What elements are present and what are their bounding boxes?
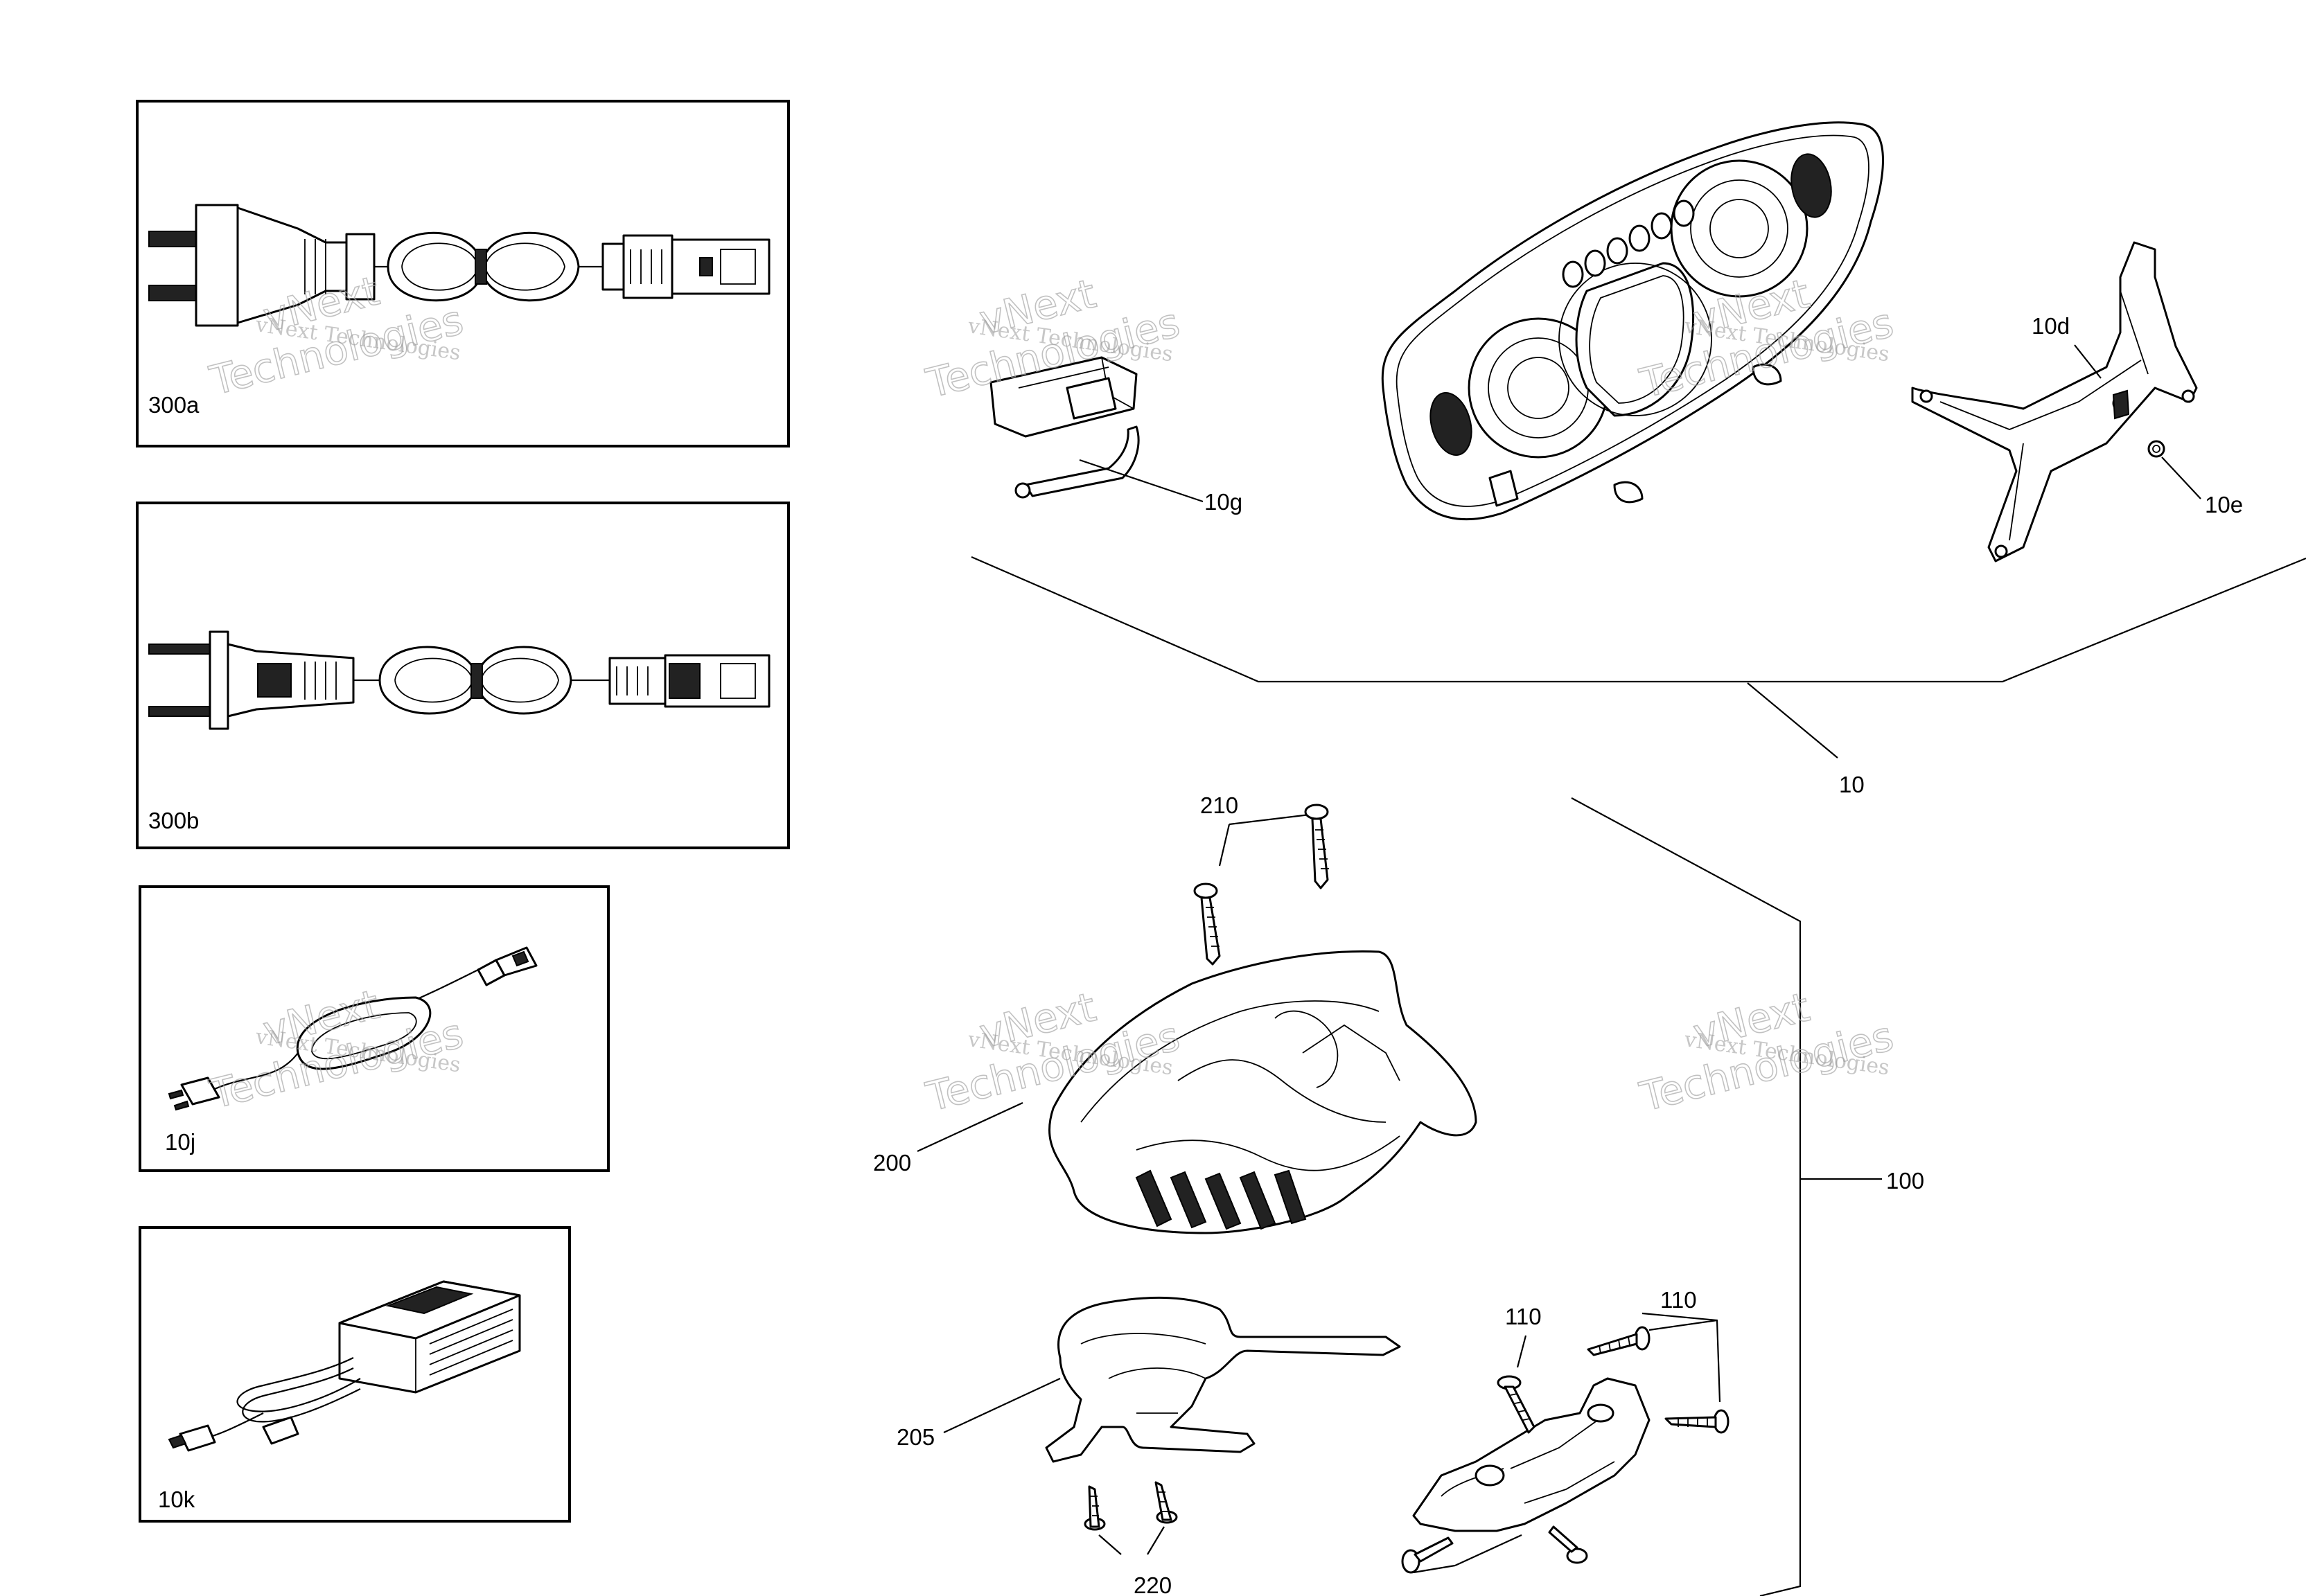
screw-110-a [1497, 1375, 1535, 1434]
screw-110-d [1401, 1536, 1454, 1574]
screw-110-e [1548, 1525, 1588, 1564]
callout-110-a: 110 [1505, 1304, 1542, 1329]
callout-10: 10 [1839, 772, 1865, 797]
callout-110-b: 110 [1660, 1287, 1697, 1313]
screw-210-b [1304, 804, 1329, 889]
power-cord-eu-icon [148, 630, 771, 730]
charger-cable-icon [168, 946, 538, 1111]
callout-10d: 10d [2032, 313, 2070, 339]
screw-110-c [1664, 1409, 1730, 1434]
bracket-110-mount [1412, 1377, 1651, 1532]
callout-200: 200 [873, 1150, 911, 1176]
bracket-205 [1045, 1296, 1401, 1463]
screw-220-b [1154, 1481, 1178, 1524]
callout-10e: 10e [2205, 492, 2243, 517]
leader-lines-upper [971, 344, 2306, 759]
inset-10k: 10k [139, 1226, 571, 1523]
leader-lines-lower [917, 797, 1882, 1596]
washer-10e [2147, 440, 2165, 458]
callout-220: 220 [1134, 1572, 1172, 1596]
charger-adapter-icon [168, 1280, 521, 1452]
inset-300a: 300a [136, 100, 790, 447]
callout-300b: 300b [148, 808, 199, 833]
callout-205: 205 [897, 1424, 935, 1450]
cover-200 [1048, 950, 1477, 1234]
callout-10k: 10k [158, 1487, 195, 1512]
power-cord-uk-icon [148, 204, 771, 327]
bracket-10g [989, 356, 1140, 499]
screw-110-b [1587, 1326, 1651, 1356]
callout-10g: 10g [1204, 489, 1242, 515]
inset-10j: 10j [139, 885, 610, 1172]
gauge-cluster [1381, 121, 1884, 521]
screw-220-a [1084, 1485, 1106, 1531]
callout-210: 210 [1200, 792, 1238, 818]
callout-100: 100 [1886, 1168, 1924, 1194]
callout-300a: 300a [148, 392, 200, 418]
screw-210-a [1193, 883, 1221, 966]
bracket-10d [1911, 241, 2198, 562]
callout-10j: 10j [165, 1129, 195, 1155]
inset-300b: 300b [136, 502, 790, 849]
